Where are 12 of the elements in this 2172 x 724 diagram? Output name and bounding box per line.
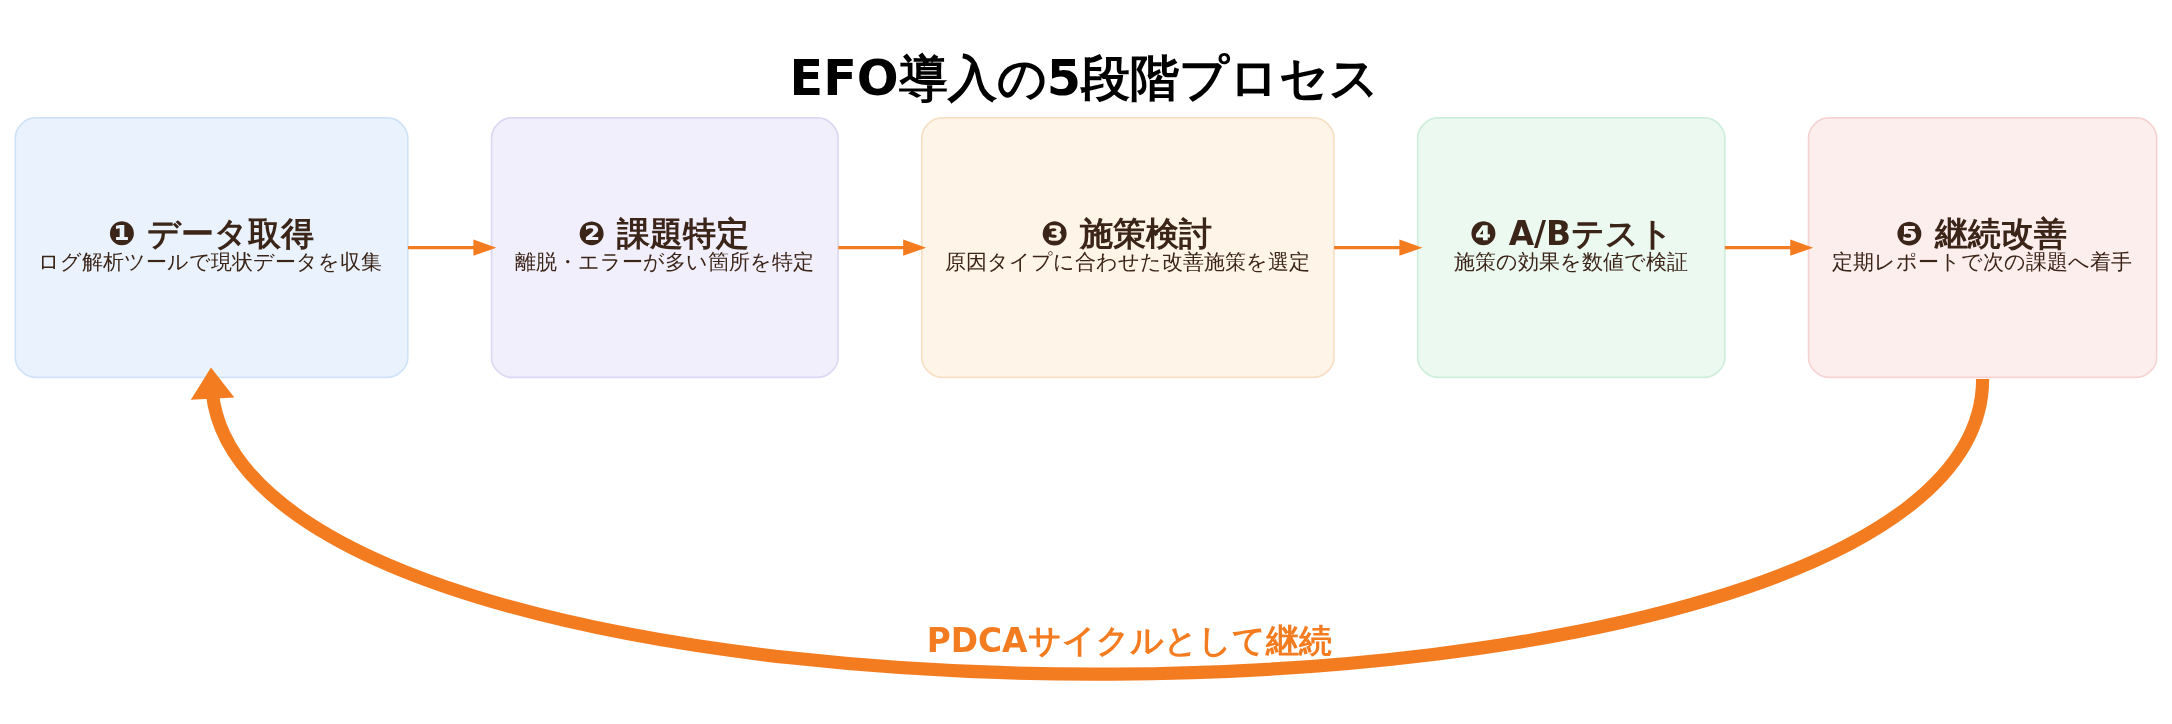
node-box: ❶ データ取得 ログ解析ツールで現状データを収集 bbox=[14, 116, 409, 378]
arrow bbox=[407, 239, 497, 256]
node-box: ❷ 課題特定 離脱・エラーが多い箇所を特定 bbox=[490, 116, 839, 378]
arrow bbox=[838, 239, 927, 256]
node-box: ❸ 施策検討 原因タイプに合わせた改善施策を選定 bbox=[920, 116, 1335, 378]
arrow bbox=[190, 367, 1989, 681]
diagram-title: EFO導入の5段階プロセス bbox=[789, 48, 1380, 107]
edge-label: PDCAサイクルとして継続 bbox=[926, 621, 1332, 660]
node-box: ❺ 継続改善 定期レポートで次の課題へ着手 bbox=[1807, 116, 2158, 378]
arrow bbox=[1334, 239, 1423, 256]
arrow bbox=[1724, 239, 1814, 256]
node-box: ❹ A/Bテスト 施策の効果を数値で検証 bbox=[1416, 116, 1726, 378]
